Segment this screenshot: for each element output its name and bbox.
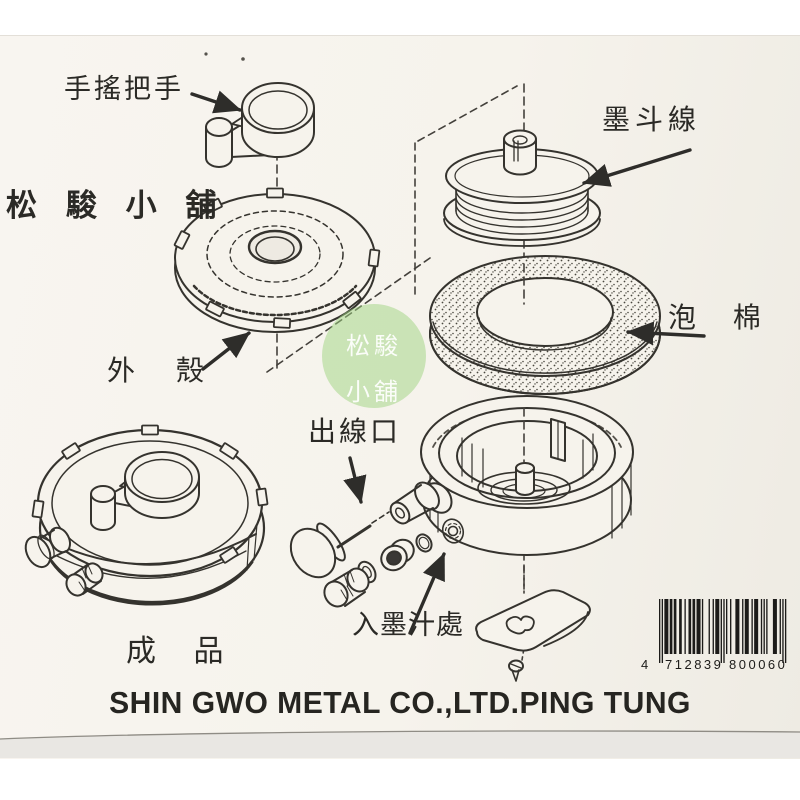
- barcode-digit-group: 712839: [665, 657, 724, 672]
- outer-shell-drawing: [173, 187, 381, 333]
- label-outer-shell: 外 殼: [107, 354, 220, 387]
- company-name: SHIN GWO METAL CO.,LTD.PING TUNG: [109, 685, 691, 720]
- shop-name-watermark: 松 駿 小 舖: [6, 188, 226, 224]
- label-line-outlet: 出線口: [308, 415, 402, 448]
- ink-pot-body-drawing: [389, 395, 634, 556]
- hand-crank-drawing: [205, 82, 315, 168]
- arrow-outer-shell: [201, 331, 251, 371]
- watermark-stamp-circle: [322, 304, 426, 408]
- label-hand-crank: 手搖把手: [64, 74, 184, 105]
- finished-product-drawing: [24, 424, 269, 606]
- label-arrows: [190, 90, 706, 635]
- paper-specks: [204, 52, 245, 61]
- arrow-line-outlet: [343, 456, 367, 504]
- watermark-stamp-text-line2: 小舖: [346, 378, 402, 406]
- card-edge: [0, 730, 800, 758]
- foam-ring-drawing: [429, 255, 661, 395]
- screw-drawing: [508, 659, 524, 682]
- base-plate-drawing: [475, 565, 591, 652]
- arrow-foam: [626, 321, 706, 346]
- label-foam: 泡 棉: [668, 301, 775, 334]
- arrow-ink-line: [582, 148, 692, 187]
- product-rim-tabs: [31, 424, 269, 564]
- ink-inlet-hole: [441, 518, 465, 544]
- outlet-parts-drawing: [289, 511, 433, 608]
- ink-line-spool-drawing: [443, 129, 601, 247]
- label-ink-line: 墨斗線: [602, 103, 702, 136]
- label-ink-inlet: 入墨汁處: [352, 610, 464, 641]
- label-finished-product: 成 品: [126, 634, 238, 669]
- arrow-hand-crank: [190, 90, 242, 114]
- barcode-digits: 4 712839 800060: [641, 657, 791, 675]
- arrow-ink-inlet: [408, 552, 446, 635]
- lid-tabs: [173, 187, 381, 329]
- barcode-digit-group: 4: [641, 657, 651, 672]
- barcode-digit-group: 800060: [729, 657, 788, 672]
- watermark-stamp-text-line1: 松駿: [346, 332, 402, 360]
- barcode: [659, 599, 787, 663]
